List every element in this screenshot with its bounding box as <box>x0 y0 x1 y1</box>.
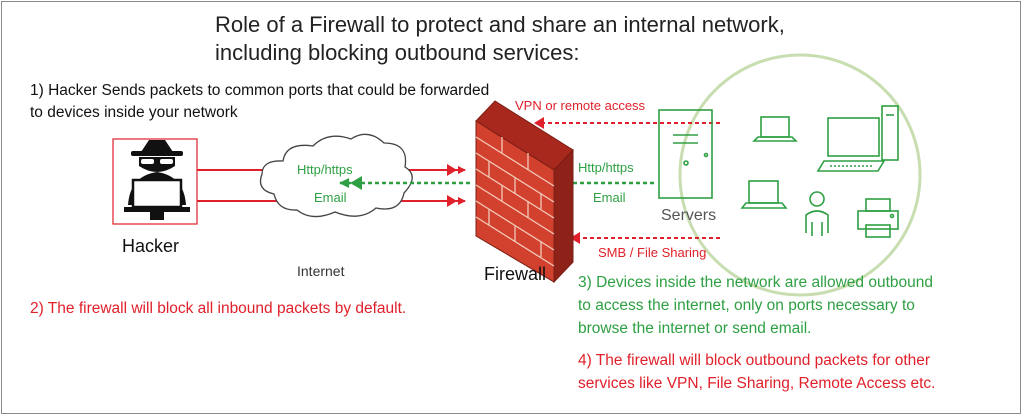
internet-label: Internet <box>297 263 345 279</box>
hacker-icon <box>112 138 198 225</box>
smb-label: SMB / File Sharing <box>598 245 707 260</box>
note-2: 2) The firewall will block all inbound p… <box>30 300 407 317</box>
person-icon <box>805 191 829 236</box>
hacker-label: Hacker <box>122 236 180 256</box>
server-tower-icon <box>658 109 713 199</box>
laptop-icon-2 <box>740 180 788 209</box>
note-1-line-1: 1) Hacker Sends packets to common ports … <box>30 82 490 99</box>
cloud-http-label: Http/https <box>297 162 353 177</box>
cloud-icon <box>259 133 413 218</box>
note-1-line-2: to devices inside your network <box>30 104 238 121</box>
cloud-email-label: Email <box>314 190 347 205</box>
printer-icon <box>857 198 899 238</box>
title-line-2: including blocking outbound services: <box>215 40 580 65</box>
firewall-label: Firewall <box>484 264 547 284</box>
note-3-line-3: browse the internet or send email. <box>578 320 812 337</box>
title-line-1: Role of a Firewall to protect and share … <box>215 12 785 37</box>
note-3-line-2: to access the internet, only on ports ne… <box>578 297 915 314</box>
note-4-line-2: services like VPN, File Sharing, Remote … <box>578 375 936 392</box>
lan-email-label: Email <box>593 190 626 205</box>
note-3-line-1: 3) Devices inside the network are allowe… <box>578 274 933 291</box>
brick-wall-icon <box>475 100 574 284</box>
vpn-label: VPN or remote access <box>515 98 646 113</box>
internal-network-circle <box>678 53 922 297</box>
desktop-computer-icon <box>816 105 899 172</box>
note-4-line-1: 4) The firewall will block outbound pack… <box>578 352 931 369</box>
servers-label: Servers <box>661 207 717 224</box>
laptop-icon <box>752 116 798 142</box>
lan-http-label: Http/https <box>578 160 634 175</box>
